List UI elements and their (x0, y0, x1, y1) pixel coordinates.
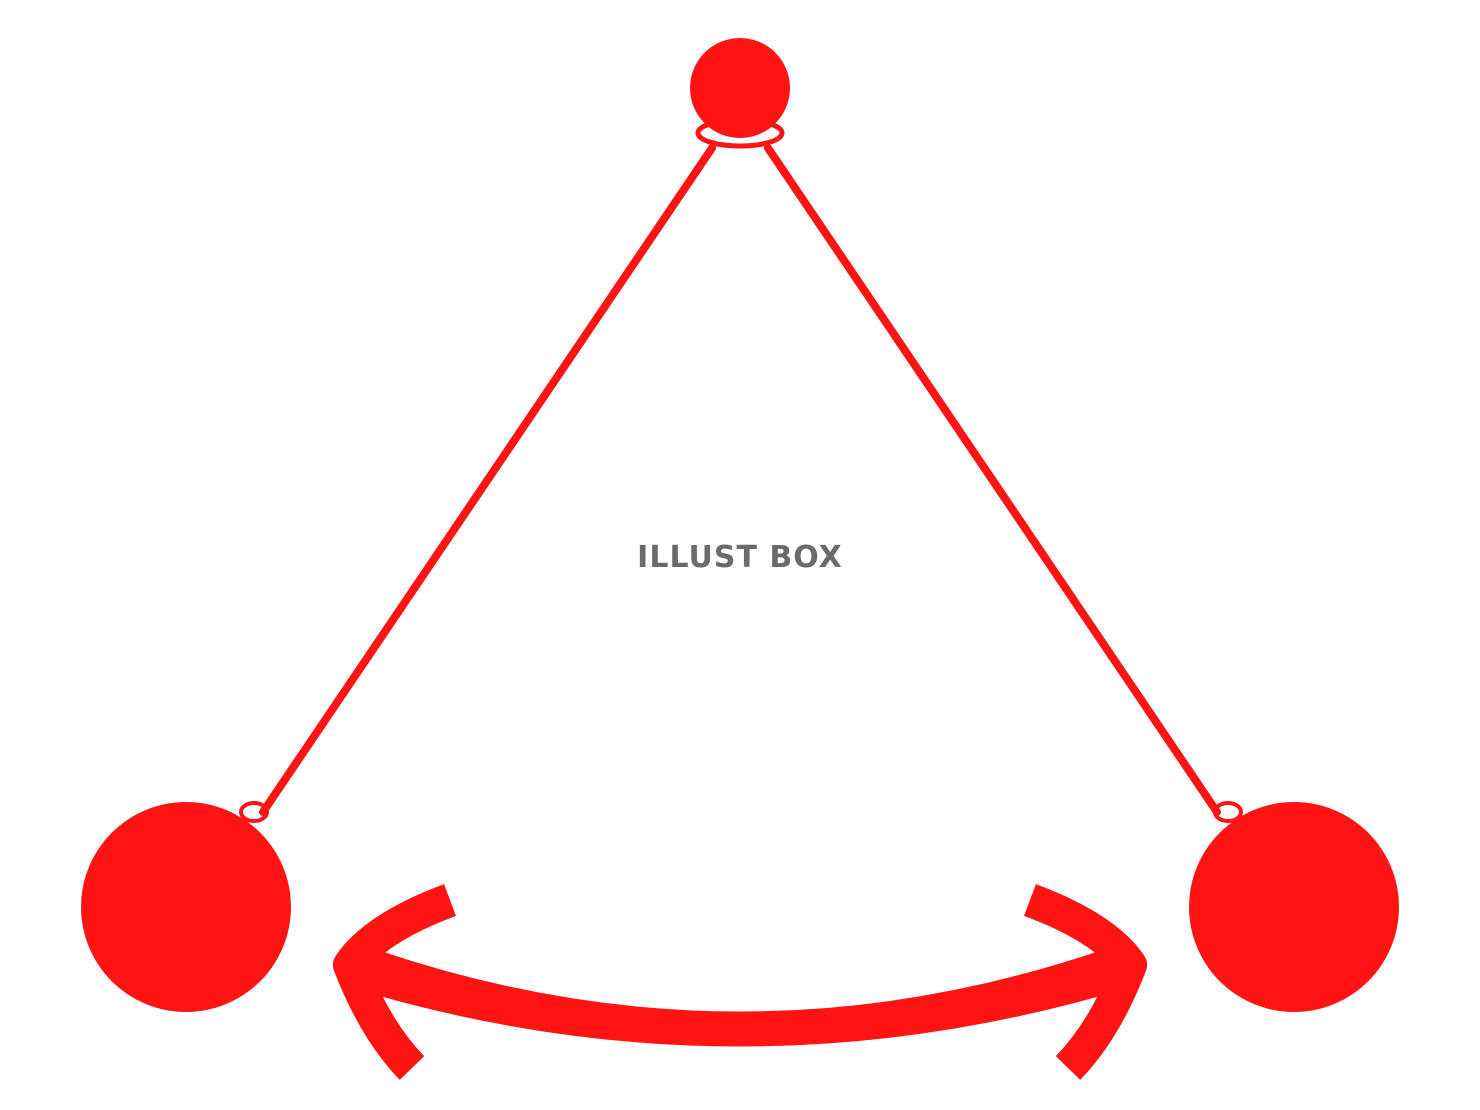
left-string (259, 144, 716, 816)
right-bob-hook (1213, 801, 1243, 823)
left-bob-hook (239, 801, 269, 823)
watermark-text: ILLUST BOX (637, 540, 843, 575)
bob-right-icon (1189, 802, 1399, 1012)
swing-arrow-band (352, 948, 1128, 1047)
pivot-icon (690, 38, 790, 138)
bob-left-icon (81, 802, 291, 1012)
swing-arrow-icon (333, 884, 1147, 1080)
right-string (764, 144, 1221, 816)
swing-arrowhead-left (333, 884, 457, 1080)
swing-arrowhead-right (1023, 884, 1147, 1080)
